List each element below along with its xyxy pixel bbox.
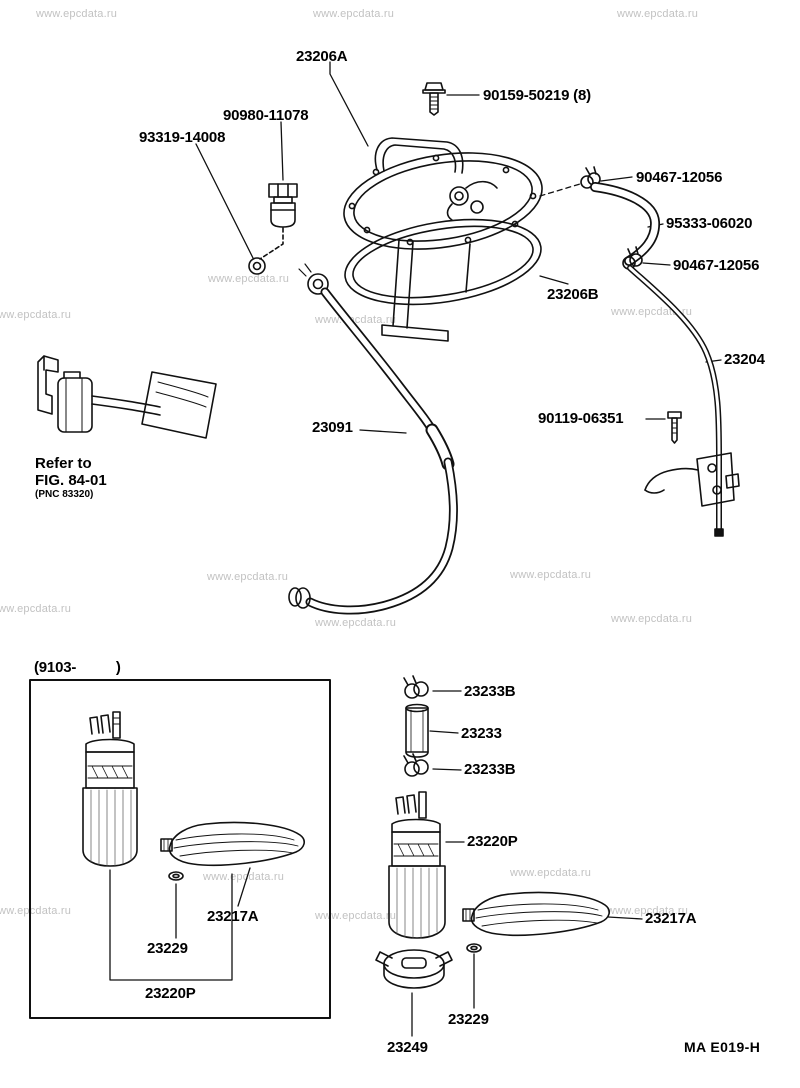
callout-90159-50219: 90159-50219 (8) [483, 87, 591, 104]
callout-23249: 23249 [387, 1039, 428, 1056]
pump-filter-right-23217a [462, 891, 610, 937]
pipe-support-bracket [644, 452, 740, 507]
callout-90467-12056-upper: 90467-12056 [636, 169, 723, 186]
grommet-right-23229 [466, 943, 482, 953]
suction-plate-23206a [343, 137, 543, 342]
fuel-pump-right-23220p [388, 791, 446, 939]
watermark: www.epcdata.ru [315, 617, 397, 629]
clamp-23233b-lower [403, 753, 429, 777]
variant-box [29, 679, 331, 1019]
callout-90119-06351: 90119-06351 [538, 410, 624, 427]
grommet-93319 [248, 257, 266, 275]
watermark: www.epcdata.ru [207, 571, 289, 583]
callout-23229-right: 23229 [448, 1011, 489, 1028]
watermark: www.epcdata.ru [208, 273, 290, 285]
callout-93319-14008: 93319-14008 [139, 129, 226, 146]
suction-hose-23091 [288, 263, 458, 615]
refer-note: Refer to FIG. 84-01 (PNC 83320) [35, 455, 107, 501]
bolt-90119-icon [667, 411, 682, 444]
watermark: www.epcdata.ru [0, 309, 72, 321]
callout-23220p-left: 23220P [145, 985, 196, 1002]
pump-bracket-23249 [375, 949, 453, 989]
callout-23233: 23233 [461, 725, 502, 742]
callout-90980-11078: 90980-11078 [223, 107, 309, 124]
callout-23233b-lower: 23233B [464, 761, 516, 778]
watermark: www.epcdata.ru [510, 867, 592, 879]
watermark: www.epcdata.ru [0, 603, 72, 615]
pump-filter-left-23217a [160, 821, 305, 867]
callout-23229-left: 23229 [147, 940, 188, 957]
gasket-ring-23206b [344, 218, 542, 306]
callout-90467-12056-lower: 90467-12056 [673, 257, 760, 274]
variant-caption: (9103- ) [34, 659, 121, 676]
refer-note-line1: Refer to [35, 455, 92, 472]
watermark: www.epcdata.ru [36, 8, 118, 20]
watermark: www.epcdata.ru [510, 569, 592, 581]
callout-23217a-left: 23217A [207, 908, 259, 925]
watermark: www.epcdata.ru [617, 8, 699, 20]
hose-23233 [405, 703, 429, 758]
fuel-pump-left [82, 711, 138, 867]
watermark: www.epcdata.ru [315, 910, 397, 922]
grommet-left-23229 [168, 871, 184, 881]
callout-23233b-upper: 23233B [464, 683, 516, 700]
callout-23206a: 23206A [296, 48, 348, 65]
bolt-90159-icon [422, 82, 446, 116]
callout-23206b: 23206B [547, 286, 599, 303]
leader-lines [109, 61, 722, 1037]
watermark: www.epcdata.ru [611, 613, 693, 625]
callout-23217a-right: 23217A [645, 910, 697, 927]
fuel-pipe-23204 [627, 265, 724, 537]
watermark: www.epcdata.ru [313, 8, 395, 20]
callout-23220p-right: 23220P [467, 833, 518, 850]
watermark: www.epcdata.ru [0, 905, 72, 917]
callout-95333-06020: 95333-06020 [666, 215, 753, 232]
fuel-cut-valve-90980 [259, 183, 298, 260]
fuel-sender-gauge [37, 355, 217, 439]
watermark: www.epcdata.ru [607, 905, 689, 917]
watermark: www.epcdata.ru [203, 871, 285, 883]
watermark: www.epcdata.ru [315, 314, 397, 326]
fuel-hose-95333 [590, 182, 660, 266]
callout-23204: 23204 [724, 351, 765, 368]
refer-note-pnc: (PNC 83320) [35, 489, 94, 500]
figure-code: MA E019-H [684, 1039, 761, 1055]
callout-23091: 23091 [312, 419, 353, 436]
refer-note-line2: FIG. 84-01 [35, 472, 107, 489]
clamp-23233b-upper [403, 675, 429, 699]
